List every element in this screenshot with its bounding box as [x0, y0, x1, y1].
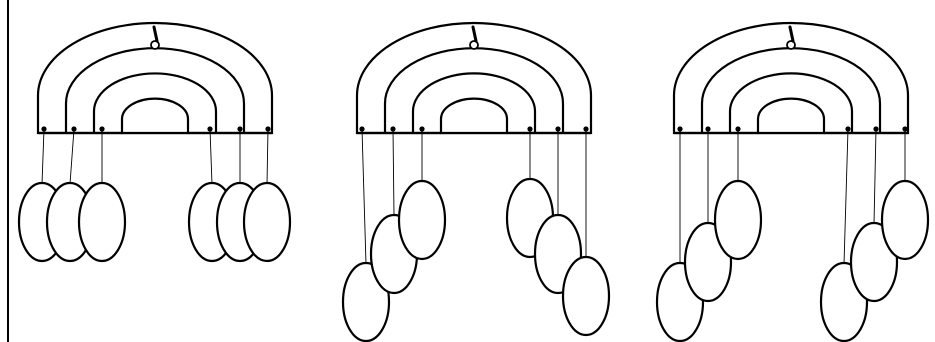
rainbow-inner-opening — [441, 99, 507, 133]
left-string-2 — [393, 129, 394, 216]
left-pin-2 — [390, 126, 395, 131]
rainbow-inner-opening — [758, 99, 824, 133]
right-pin-2 — [237, 126, 242, 131]
right-disc-3 — [882, 181, 928, 259]
right-pin-3 — [265, 126, 270, 131]
left-pin-1 — [677, 126, 682, 131]
left-pin-2 — [705, 126, 710, 131]
left-string-1 — [42, 129, 44, 184]
left-disc-3 — [79, 183, 125, 261]
rainbow-inner-opening — [122, 99, 188, 133]
right-pin-2 — [555, 126, 560, 131]
left-pin-1 — [41, 126, 46, 131]
left-pin-1 — [359, 126, 364, 131]
mobile-panel-3 — [657, 23, 928, 341]
left-pin-2 — [71, 126, 76, 131]
right-pin-1 — [207, 126, 212, 131]
right-string-2 — [874, 129, 876, 224]
left-string-2 — [70, 129, 74, 184]
right-pin-2 — [873, 126, 878, 131]
right-disc-3 — [244, 183, 290, 261]
right-pin-1 — [527, 126, 532, 131]
left-pin-3 — [419, 126, 424, 131]
left-disc-3 — [715, 181, 761, 259]
left-pin-3 — [735, 126, 740, 131]
mobile-panel-1 — [19, 23, 290, 261]
right-string-3 — [267, 129, 268, 184]
mobile-panel-2 — [343, 23, 609, 341]
right-string-1 — [210, 129, 212, 184]
left-disc-3 — [399, 181, 445, 259]
right-string-1 — [844, 129, 848, 264]
right-pin-1 — [845, 126, 850, 131]
right-disc-3 — [563, 257, 609, 335]
right-pin-3 — [583, 126, 588, 131]
left-string-1 — [362, 129, 366, 264]
left-pin-3 — [99, 126, 104, 131]
right-pin-3 — [902, 126, 907, 131]
